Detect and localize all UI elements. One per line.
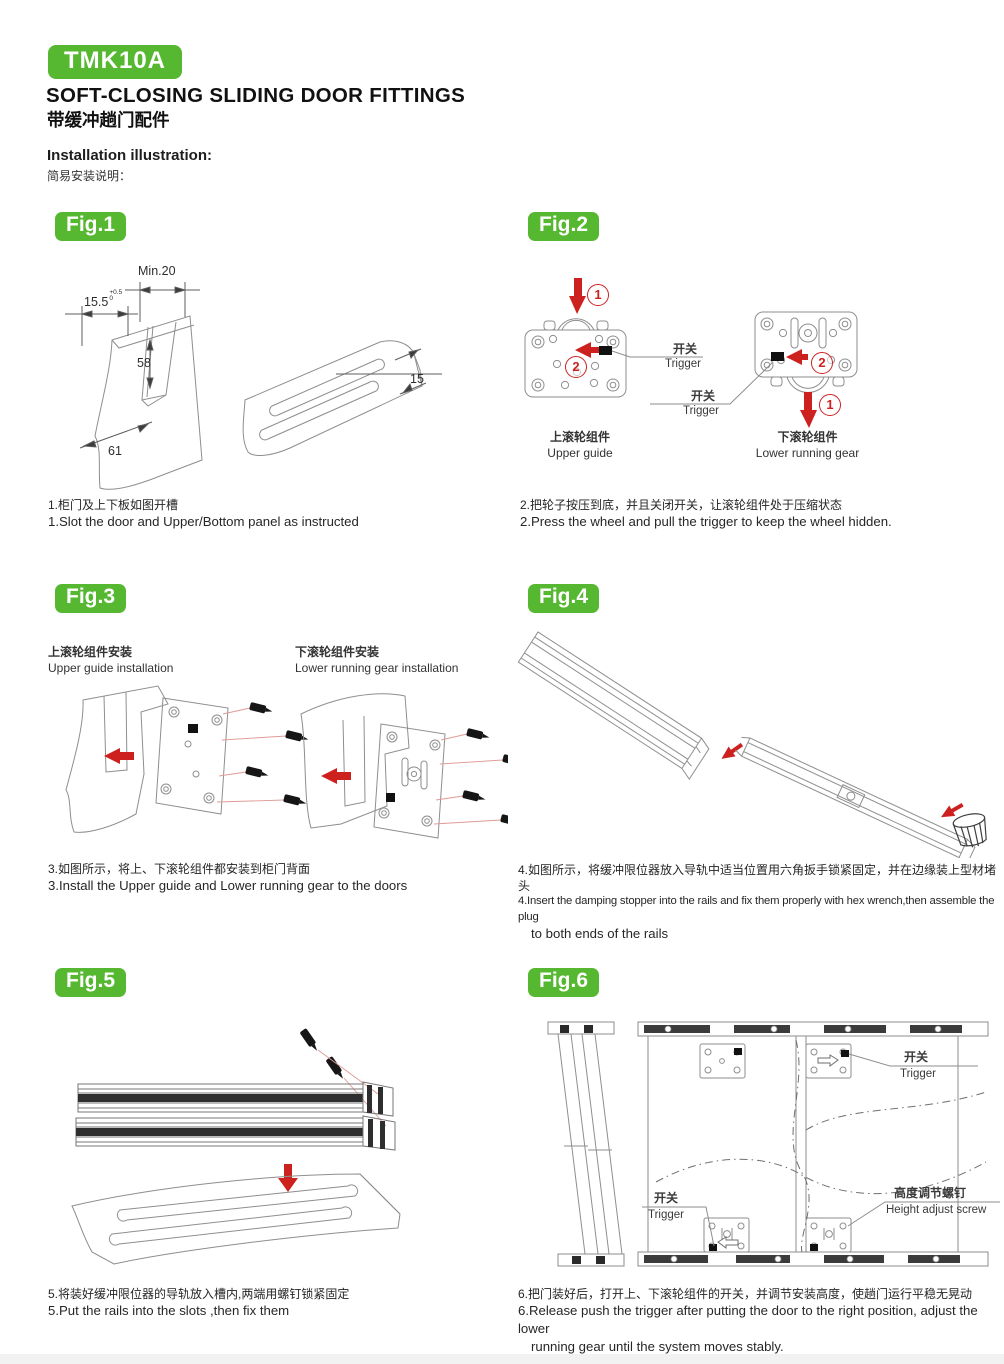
fig2-lower-gear-label: 下滚轮组件 Lower running gear <box>755 430 860 460</box>
fig6-hollow-arrow-right <box>817 1054 839 1067</box>
fig2-arrow-right <box>786 349 808 365</box>
fig6-front-view <box>637 1021 1000 1267</box>
fig3-lower-install-label: 下滚轮组件安装 Lower running gear installation <box>295 645 459 675</box>
fig2-upper-guide-label: 上滚轮组件 Upper guide <box>547 430 613 460</box>
fig1-line-art <box>65 282 442 490</box>
fig6-line-art <box>547 1021 1000 1267</box>
fig3-line-art <box>65 685 508 839</box>
fig6-track-rollers <box>664 1025 942 1263</box>
fig6-roller-plates <box>699 1043 852 1253</box>
fig2-upper-trigger <box>599 346 612 355</box>
fig3-caption: 3.如图所示，将上、下滚轮组件都安装到柜门背面 3.Install the Up… <box>48 862 408 894</box>
fig5-arrow-down <box>278 1164 298 1192</box>
fig3-screws-lower <box>462 728 508 826</box>
fig2-trigger1-en: Trigger <box>665 358 701 370</box>
fig2-step2-circle-lower: 2 <box>811 352 833 374</box>
fig3-drawing <box>38 682 508 857</box>
fig1-dimension-lines <box>65 282 200 449</box>
fig5-caption: 5.将装好缓冲限位器的导轨放入槽内,两端用螺钉锁紧固定 5.Put the ra… <box>48 1287 350 1319</box>
fig6-trigger-top-cn: 开关 <box>904 1050 929 1064</box>
fig6-trigger-top-en: Trigger <box>900 1068 936 1080</box>
fig2-arrow-up <box>800 392 817 428</box>
fig3-screw-leaders-lower <box>433 733 504 825</box>
fig4-drawing <box>518 610 1004 858</box>
page-bottom-edge <box>0 1354 1004 1364</box>
fig1-caption: 1.柜门及上下板如图开槽 1.Slot the door and Upper/B… <box>48 498 359 530</box>
product-code-badge: TMK10A <box>48 45 183 79</box>
fig5-line-art <box>71 1028 401 1265</box>
fig4-caption: 4.如图所示，将缓冲限位器放入导轨中适当位置用六角扳手锁紧固定，并在边缘装上型材… <box>518 863 997 941</box>
fig3-upper-group <box>65 685 309 833</box>
fig3-arrow-left-lower <box>321 768 351 784</box>
fig6-dash-curves <box>655 1039 987 1253</box>
fig6-caption: 6.把门装好后，打开上、下滚轮组件的开关，并调节安装高度，使趟门运行平稳无晃动 … <box>518 1287 978 1354</box>
fig5-badge: Fig.5 <box>55 968 127 997</box>
fig6-trigger3-rect <box>709 1244 717 1251</box>
fig6-trigger-bottom-cn: 开关 <box>654 1191 679 1205</box>
fig2-step2-circle-upper: 2 <box>565 356 587 378</box>
dim-slot-depth: 58 <box>137 356 151 370</box>
dim-slot-min: Min.20 <box>138 264 176 278</box>
fig2-step1-circle-upper: 1 <box>587 284 609 306</box>
fig3-arrow-left-upper <box>104 748 134 764</box>
fig1-door-panel <box>94 315 203 490</box>
fig6-hollow-arrow-left <box>717 1236 739 1249</box>
fig6-side-view <box>547 1021 625 1267</box>
page-subtitle-cn: 带缓冲趟门配件 <box>47 110 170 130</box>
fig5-screws <box>300 1028 344 1079</box>
fig6-leader-lines <box>642 1053 1000 1247</box>
fig2-arrow-left <box>575 342 599 358</box>
fig3-badge: Fig.3 <box>55 584 127 613</box>
fig2-upper-guide-plate <box>524 318 627 398</box>
fig2-trigger2-en: Trigger <box>683 405 719 417</box>
fig4-arrow-rail <box>721 742 744 759</box>
fig6-trigger-bottom-en: Trigger <box>648 1209 684 1221</box>
fig3-screw-leaders-upper <box>216 707 287 803</box>
section-title-cn: 简易安装说明： <box>47 169 132 183</box>
fig2-leader-lines <box>611 350 774 405</box>
fig4-arrow-plug <box>941 802 964 818</box>
fig2-arrow-down <box>569 278 586 314</box>
fig4-badge: Fig.4 <box>528 584 600 613</box>
fig2-drawing: 开关 Trigger 开关 Trigger 1 2 2 1 上滚轮组件 Uppe… <box>515 252 1000 460</box>
dim-panel-groove: 15 <box>410 372 424 386</box>
fig1-panel-dimension <box>336 348 442 395</box>
fig5-rails <box>75 1081 396 1151</box>
fig1-bottom-panel <box>242 340 423 456</box>
fig4-line-art <box>518 631 987 858</box>
fig4-plug <box>952 813 987 848</box>
fig3-upper-install-label: 上滚轮组件安装 Upper guide installation <box>48 645 174 675</box>
fig2-lower-gear-plate <box>754 311 858 393</box>
fig6-trigger1-rect <box>734 1048 742 1055</box>
fig4-rail <box>518 631 710 781</box>
fig4-damping-stopper <box>735 736 976 858</box>
fig2-trigger1-cn: 开关 <box>673 342 698 356</box>
fig2-line-art <box>524 278 858 428</box>
page-title: SOFT-CLOSING SLIDING DOOR FITTINGS <box>46 84 466 107</box>
fig2-lower-trigger <box>771 352 784 361</box>
fig2-trigger2-cn: 开关 <box>691 389 716 403</box>
fig2-badge: Fig.2 <box>528 212 600 241</box>
section-title-en: Installation illustration: <box>47 147 213 164</box>
fig6-badge: Fig.6 <box>528 968 600 997</box>
fig6-trigger2-rect <box>841 1050 849 1057</box>
fig2-step1-circle-lower: 1 <box>819 394 841 416</box>
fig6-drawing: 开关 Trigger 高度调节螺钉 Height adjust screw 开关… <box>538 1006 1004 1284</box>
fig1-badge: Fig.1 <box>55 212 127 241</box>
fig6-trigger4-rect <box>810 1244 818 1251</box>
fig6-height-screw-en: Height adjust screw <box>886 1204 987 1216</box>
fig3-screws-upper <box>245 702 309 806</box>
fig5-drawing <box>48 998 478 1288</box>
fig5-bottom-panel <box>71 1173 401 1265</box>
fig2-caption: 2.把轮子按压到底，并且关闭开关，让滚轮组件处于压缩状态 2.Press the… <box>520 498 892 530</box>
dim-door-bottom: 61 <box>108 444 122 458</box>
fig3-lower-group <box>300 693 508 839</box>
fig6-height-screw-cn: 高度调节螺钉 <box>894 1186 967 1200</box>
